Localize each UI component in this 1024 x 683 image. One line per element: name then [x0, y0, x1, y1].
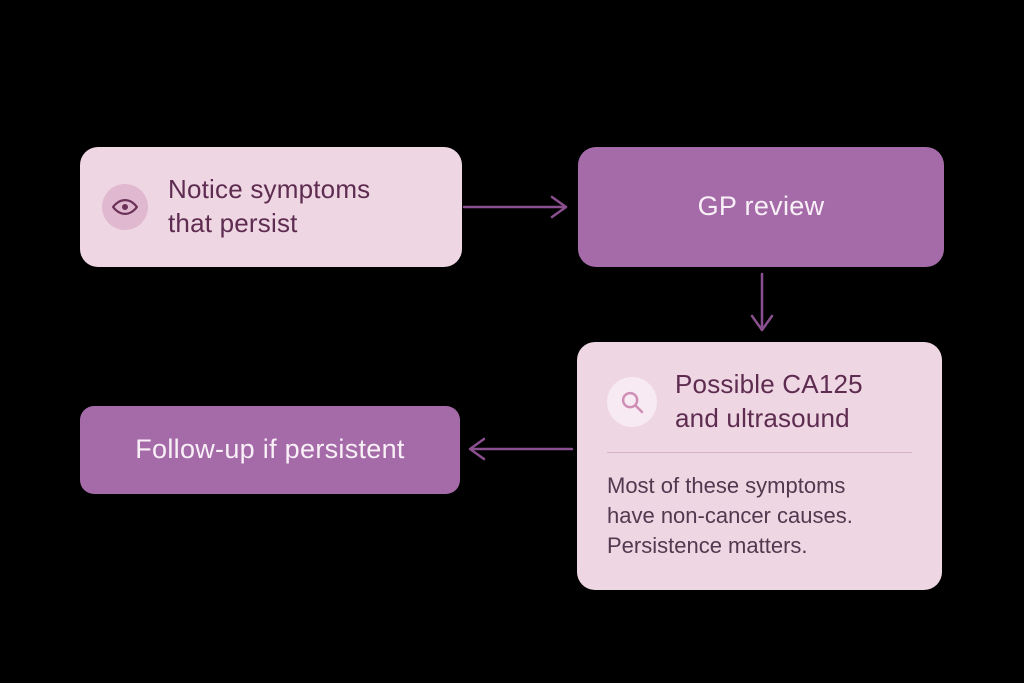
arrow-gp-to-tests	[747, 272, 777, 338]
arrow-tests-to-followup	[460, 434, 574, 464]
node-notice-label: Notice symptoms that persist	[168, 174, 371, 238]
magnifier-icon	[607, 376, 657, 427]
node-possible-tests: Possible CA125 and ultrasound Most of th…	[577, 342, 942, 590]
node-tests-note: Most of these symptoms have non-cancer c…	[607, 472, 853, 559]
node-gp-review: GP review	[578, 147, 944, 267]
arrow-notice-to-gp	[462, 192, 576, 222]
node-followup: Follow-up if persistent	[80, 406, 460, 494]
tests-header: Possible CA125 and ultrasound	[607, 368, 912, 436]
eye-icon	[102, 184, 148, 230]
node-followup-label: Follow-up if persistent	[135, 434, 405, 465]
tests-divider	[607, 451, 912, 453]
node-tests-title: Possible CA125 and ultrasound	[675, 369, 863, 433]
node-gp-review-label: GP review	[697, 191, 825, 222]
node-notice-symptoms: Notice symptoms that persist	[80, 147, 462, 267]
